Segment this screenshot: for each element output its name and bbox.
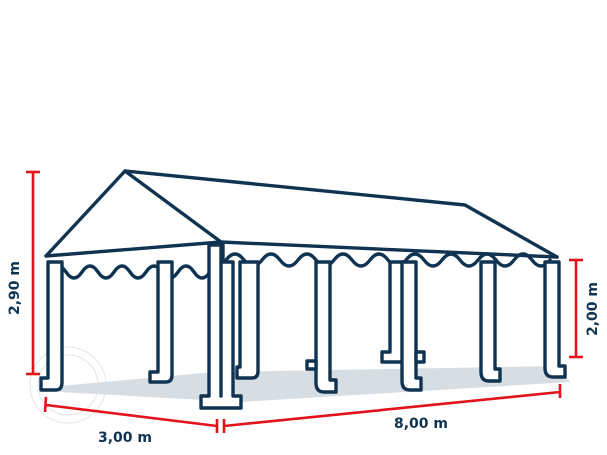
width-label: 3,00 m: [98, 430, 152, 446]
dimension-width: 3,00 m: [43, 396, 219, 446]
dimension-ridge-height: 2,90 m: [7, 170, 40, 376]
dimension-length: 8,00 m: [222, 384, 562, 433]
dimension-side-height: 2,00 m: [569, 258, 601, 359]
side-height-label: 2,00 m: [585, 282, 601, 336]
tent-valance: [48, 252, 552, 280]
tent-legs: [39, 243, 567, 410]
length-label: 8,00 m: [394, 416, 448, 432]
tent-roof: [44, 169, 559, 259]
ridge-height-label: 2,90 m: [7, 261, 23, 315]
